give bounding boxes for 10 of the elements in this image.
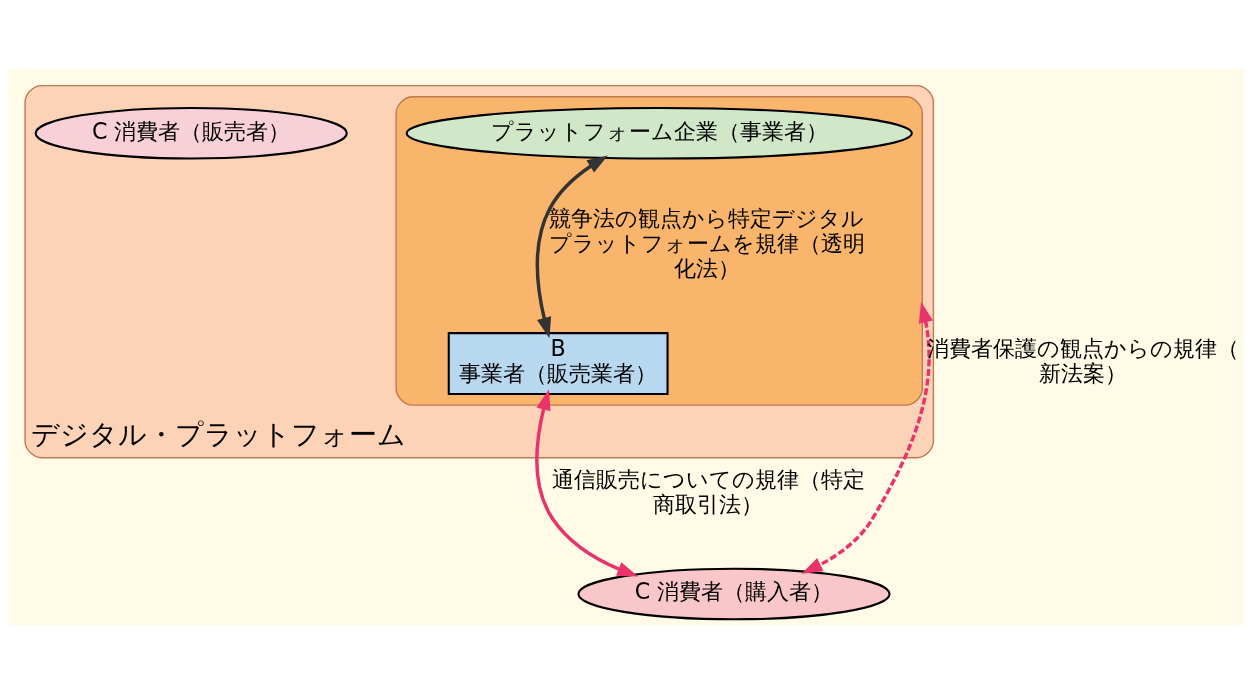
arrow	[801, 301, 933, 574]
node-ellipse: C 消費者（購入者）	[577, 567, 891, 620]
edge-label: 競争法の観点から特定デジタルプラットフォームを規律（透明化法）	[549, 204, 865, 281]
arrow	[535, 388, 639, 576]
edge-label: 通信販売についての規律（特定商取引法）	[551, 465, 865, 516]
node-ellipse: C 消費者（販売者）	[34, 106, 348, 160]
arrow	[535, 155, 608, 338]
node-ellipse: プラットフォーム企業（事業者）	[405, 106, 913, 160]
cluster	[395, 95, 923, 406]
node-box: B 事業者（販売業者）	[447, 331, 669, 395]
